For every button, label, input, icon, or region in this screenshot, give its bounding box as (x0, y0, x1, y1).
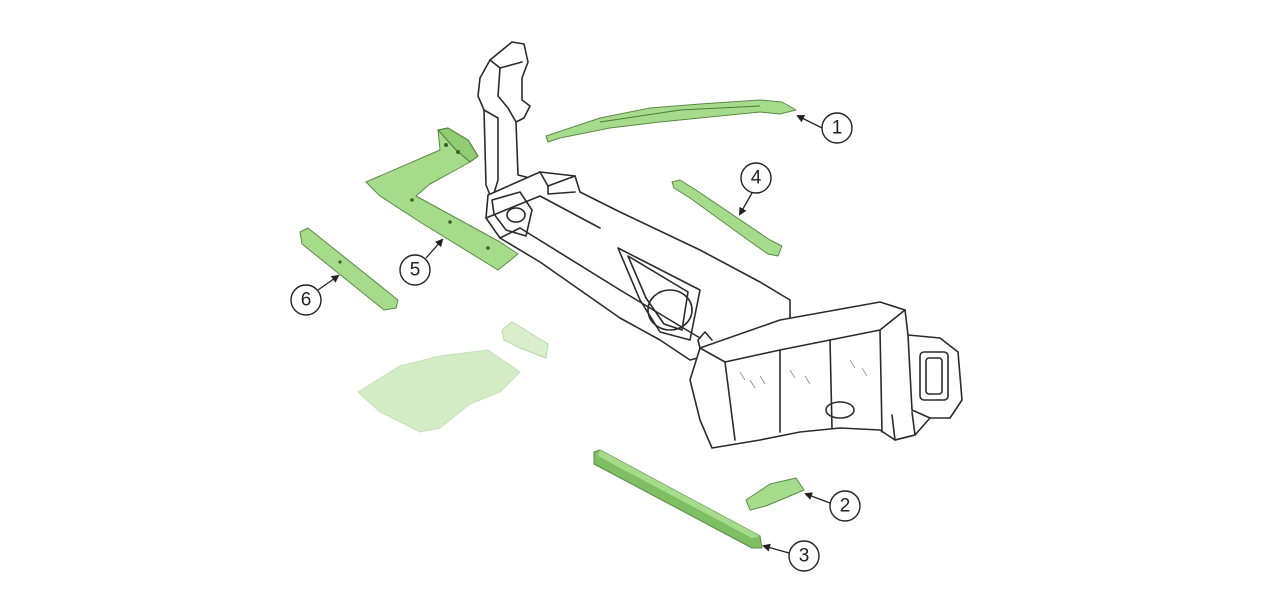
callout-3: 3 (762, 540, 820, 572)
ghosted-bracket (501, 321, 549, 359)
callout-4-leader (739, 192, 753, 216)
callout-4-number: 4 (751, 168, 762, 189)
part-4-strip (671, 179, 783, 257)
callout-6-number: 6 (301, 290, 312, 311)
callout-3-number: 3 (799, 546, 810, 567)
ghosted-plate (357, 349, 521, 433)
callout-3-leader (762, 543, 790, 554)
main-frame-assembly (477, 41, 963, 449)
part-6-angled-strip (299, 227, 399, 311)
callout-1-number: 1 (832, 118, 843, 139)
callout-2-number: 2 (840, 496, 851, 517)
frame-upright-post (477, 41, 541, 201)
part-2-small-clip (745, 477, 805, 511)
callout-5-number: 5 (410, 260, 421, 281)
callout-1: 1 (796, 112, 853, 144)
callout-1-leader (796, 115, 823, 129)
frame-rear-housing (689, 301, 963, 449)
callout-6-leader (317, 274, 340, 291)
callout-2-leader (804, 492, 831, 504)
callout-6: 6 (290, 274, 340, 316)
callout-5: 5 (399, 238, 444, 286)
callout-5-leader (425, 238, 444, 259)
callout-4: 4 (739, 162, 772, 216)
callout-2: 2 (804, 490, 861, 522)
part-1-long-rail (545, 99, 797, 143)
